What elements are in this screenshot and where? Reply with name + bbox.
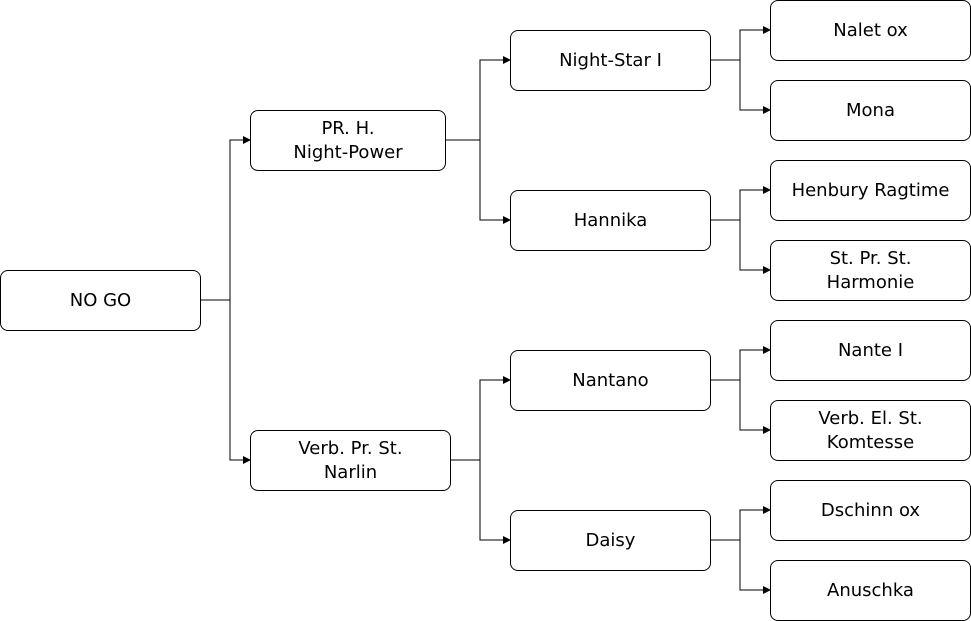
edge-sire-dam	[445, 139, 511, 224]
edge-dam-sire	[450, 376, 511, 461]
node-dam-sire-sire: Nante I	[770, 320, 971, 381]
edge-sd-d	[710, 219, 771, 274]
edge-sd-s	[710, 186, 771, 221]
edge-sire-sire	[445, 56, 511, 141]
node-dam-dam: Daisy	[510, 510, 711, 571]
node-sire-dam-dam: St. Pr. St. Harmonie	[770, 240, 971, 301]
edge-dd-s	[710, 506, 771, 541]
node-sire-sire-dam: Mona	[770, 80, 971, 141]
node-sire-dam: Hannika	[510, 190, 711, 251]
node-sire: PR. H. Night-Power	[250, 110, 446, 171]
edge-ss-s	[710, 26, 771, 61]
node-sire-dam-sire: Henbury Ragtime	[770, 160, 971, 221]
node-dam-dam-dam: Anuschka	[770, 560, 971, 621]
node-dam-sire-dam: Verb. El. St. Komtesse	[770, 400, 971, 461]
node-sire-sire-sire: Nalet ox	[770, 0, 971, 61]
node-root: NO GO	[0, 270, 201, 331]
edge-ss-d	[710, 59, 771, 114]
edge-ds-d	[710, 379, 771, 434]
edge-root-dam	[200, 299, 251, 464]
node-sire-sire: Night-Star I	[510, 30, 711, 91]
edge-dam-dam	[450, 459, 511, 544]
node-dam-sire: Nantano	[510, 350, 711, 411]
edge-dd-d	[710, 539, 771, 594]
node-dam-dam-sire: Dschinn ox	[770, 480, 971, 541]
edge-ds-s	[710, 346, 771, 381]
node-dam: Verb. Pr. St. Narlin	[250, 430, 451, 491]
edge-root-sire	[200, 136, 251, 301]
